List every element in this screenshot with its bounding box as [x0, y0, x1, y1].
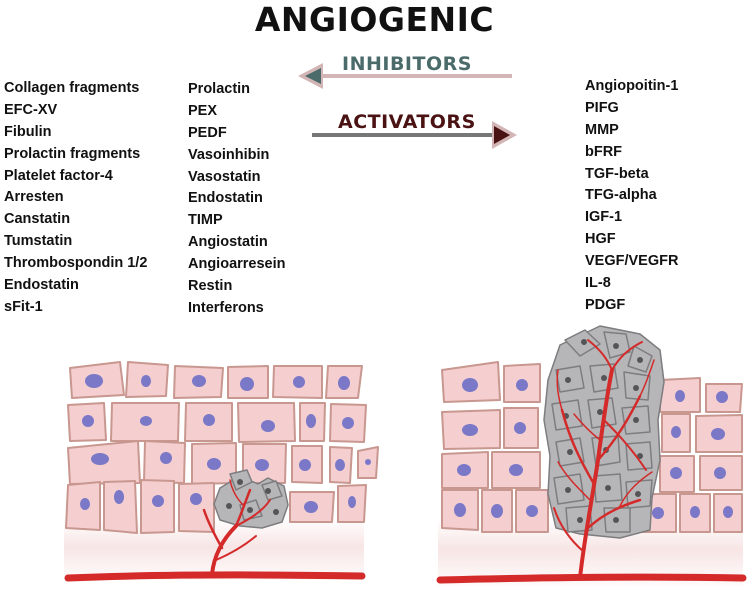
list-item: Prolactin — [188, 81, 251, 97]
list-item: HGF — [585, 231, 616, 248]
vessel-network-right — [553, 339, 655, 580]
list-item: Thrombospondin 1/2 — [4, 255, 148, 272]
inhibitors-list-1: Collagen fragments EFC-XV Fibulin Prolac… — [4, 78, 147, 319]
vessel-sprouts-left — [202, 479, 271, 576]
list-item: Endostatin — [188, 190, 263, 207]
list-item: Canstatin — [4, 211, 71, 228]
inhibitors-list-2: Prolactin PEX PEDF Vasoinhibin Vasostati… — [188, 79, 286, 320]
list-item: Platelet factor-4 — [4, 167, 113, 184]
list-item: IGF-1 — [585, 209, 623, 226]
list-item: PEDF — [188, 124, 227, 141]
nuclei-right — [454, 378, 733, 519]
list-item: MMP — [585, 121, 619, 138]
list-item: PDGF — [585, 296, 626, 313]
list-item: bFRF — [585, 143, 623, 160]
tumor-nuclei-left — [226, 479, 279, 515]
tumor-nuclei-right — [563, 339, 643, 523]
activators-label: ACTIVATORS — [338, 111, 476, 133]
list-item: sFit-1 — [4, 298, 43, 315]
list-item: Collagen fragments — [4, 80, 140, 96]
nuclei-left — [80, 374, 371, 513]
blood-vessel-right — [436, 573, 747, 584]
list-item: Angioarresein — [188, 256, 286, 273]
list-item: Arresten — [4, 189, 64, 206]
blood-vessel-left — [64, 571, 366, 582]
tissue-panel-right — [436, 325, 747, 586]
activators-list: Angiopoitin-1 PIFG MMP bFRF TGF-beta TFG… — [585, 76, 678, 317]
list-item: PIFG — [585, 99, 619, 116]
list-item: Restin — [188, 278, 233, 295]
activators-arrow — [312, 121, 517, 149]
large-tumor-right — [543, 325, 665, 539]
list-item: Tumstatin — [4, 233, 73, 250]
list-item: Interferons — [188, 299, 264, 316]
list-item: Vasostatin — [188, 168, 261, 185]
list-item: EFC-XV — [4, 101, 58, 118]
list-item: Angiostatin — [188, 234, 268, 251]
diagram-title: ANGIOGENIC — [254, 0, 495, 39]
list-item: IL-8 — [585, 275, 611, 292]
list-item: Fibulin — [4, 123, 52, 140]
inhibitors-arrow — [298, 63, 512, 89]
list-item: PEX — [188, 102, 218, 119]
inhibitors-label: INHIBITORS — [342, 53, 472, 75]
list-item: TIMP — [188, 212, 223, 229]
list-item: TFG-alpha — [585, 187, 657, 204]
list-item: Endostatin — [4, 277, 79, 294]
list-item: Prolactin fragments — [4, 145, 141, 162]
list-item: Vasoinhibin — [188, 146, 270, 163]
list-item: TGF-beta — [585, 165, 649, 182]
list-item: Angiopoitin-1 — [585, 78, 679, 94]
list-item: VEGF/VEGFR — [585, 253, 679, 270]
tissue-panel-left — [64, 361, 379, 582]
